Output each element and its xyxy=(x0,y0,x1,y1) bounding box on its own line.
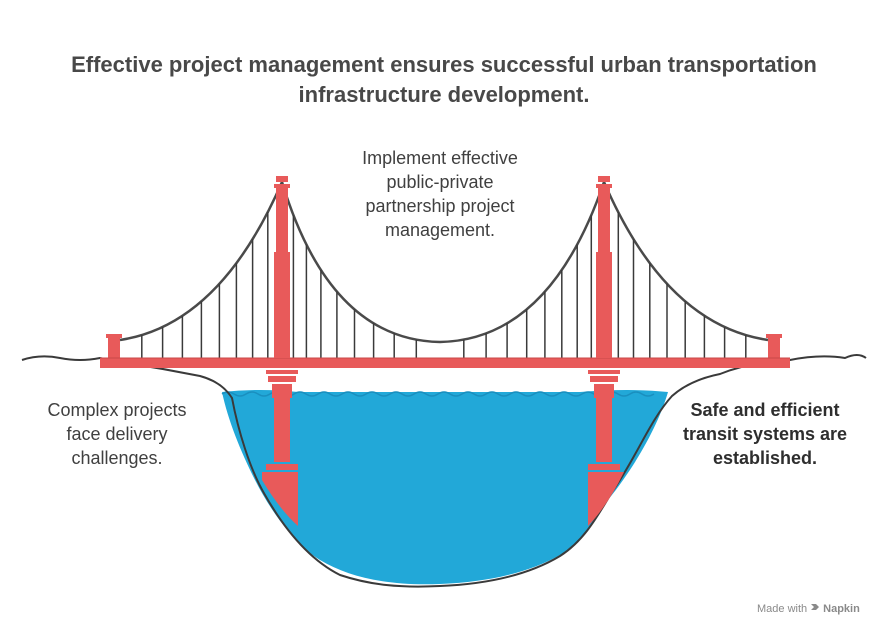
title-line-1: Effective project management ensures suc… xyxy=(71,52,817,77)
main-cable-right xyxy=(602,181,769,342)
right-anchor-cap xyxy=(766,334,782,338)
top-label: Implement effective public-private partn… xyxy=(330,146,550,242)
top-label-line: public-private xyxy=(386,172,494,192)
watermark-brand: Napkin xyxy=(823,602,860,615)
water-valley xyxy=(222,390,668,585)
right-tower xyxy=(588,176,624,526)
right-label: Safe and efficient transit systems are e… xyxy=(660,398,870,470)
right-label-line: Safe and efficient xyxy=(690,400,840,420)
top-label-line: partnership project xyxy=(365,196,515,216)
page-title: Effective project management ensures suc… xyxy=(20,50,868,110)
right-label-line: established. xyxy=(712,448,818,468)
right-anchor-pier xyxy=(768,336,780,358)
left-label-line: face delivery xyxy=(66,424,168,444)
water-wave-line xyxy=(221,391,655,397)
title-line-2: infrastructure development. xyxy=(298,82,590,107)
main-cable-left xyxy=(119,181,284,342)
right-label-line: transit systems are xyxy=(682,424,848,444)
left-label-line: Complex projects xyxy=(47,400,187,420)
top-label-line: Implement effective xyxy=(362,148,518,168)
main-cable-center xyxy=(280,181,606,344)
top-label-line: management. xyxy=(384,220,496,240)
napkin-logo-icon xyxy=(810,602,820,615)
bridge-deck xyxy=(100,358,790,368)
watermark: Made with Napkin xyxy=(757,602,860,615)
left-anchor-pier xyxy=(108,336,120,358)
watermark-prefix: Made with xyxy=(757,602,808,615)
left-anchor-cap xyxy=(106,334,122,338)
left-label: Complex projects face delivery challenge… xyxy=(22,398,212,470)
left-tower xyxy=(262,176,298,526)
suspender-cables xyxy=(141,212,747,358)
left-label-line: challenges. xyxy=(71,448,163,468)
